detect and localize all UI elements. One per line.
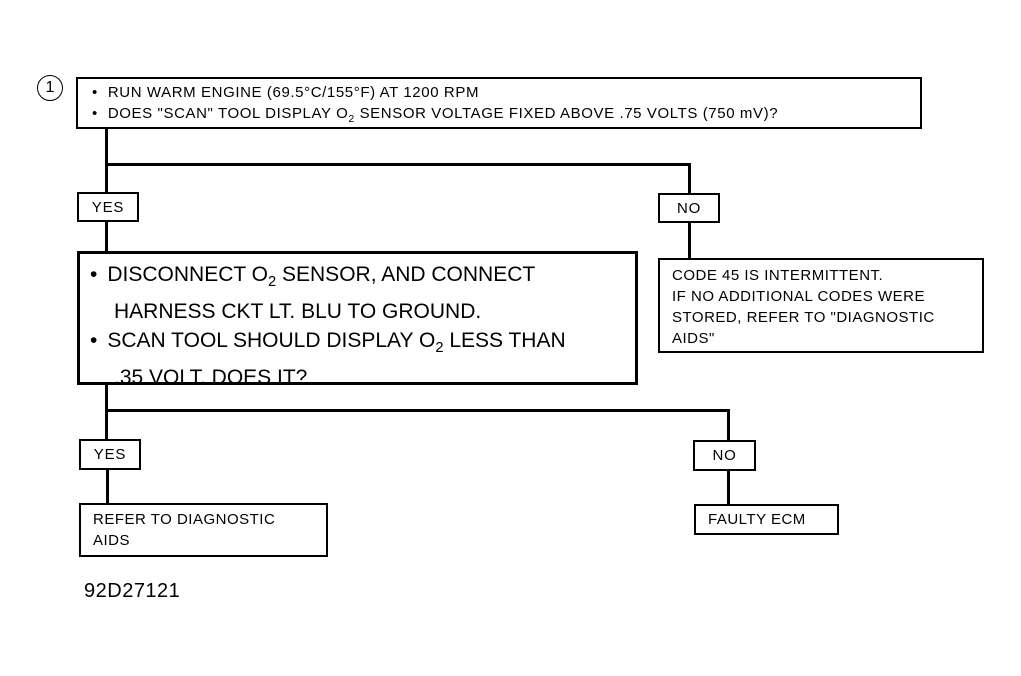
subscript: 2 <box>268 274 277 291</box>
yes-label-1: YES <box>77 192 139 222</box>
check-2-line-4: .35 VOLT. DOES IT? <box>114 366 308 390</box>
result-3-line-2: IF NO ADDITIONAL CODES WERE <box>672 288 925 305</box>
check-2-line-2: HARNESS CKT LT. BLU TO GROUND. <box>114 300 482 324</box>
check-2-line-3b: LESS THAN <box>443 329 566 353</box>
step-number-marker: 1 <box>37 75 63 101</box>
result-5-line-1: FAULTY ECM <box>708 511 806 528</box>
result-4-line-2: AIDS <box>93 532 131 549</box>
check-box-2: •DISCONNECT O2 SENSOR, AND CONNECT HARNE… <box>77 251 638 389</box>
yes-label-2: YES <box>79 439 141 470</box>
bullet-icon: • <box>92 105 98 122</box>
check-2-line-1b: SENSOR, AND CONNECT <box>276 263 536 286</box>
connector-line <box>106 470 109 504</box>
result-box-intermittent: CODE 45 IS INTERMITTENT. IF NO ADDITIONA… <box>658 258 984 353</box>
check-2-line-3a: SCAN TOOL SHOULD DISPLAY O <box>107 329 436 353</box>
bullet-icon: • <box>92 84 98 101</box>
connector-line <box>688 163 691 193</box>
question-box-1: • RUN WARM ENGINE (69.5°C/155°F) AT 1200 … <box>76 77 922 129</box>
result-3-line-1: CODE 45 IS INTERMITTENT. <box>672 267 884 284</box>
connector-line <box>105 163 691 166</box>
result-box-faulty-ecm: FAULTY ECM <box>694 504 839 535</box>
connector-line <box>105 129 108 193</box>
result-box-refer: REFER TO DIAGNOSTIC AIDS <box>79 503 328 557</box>
connector-line <box>727 471 730 505</box>
connector-line <box>105 409 730 412</box>
connector-line <box>727 409 730 441</box>
subscript: 2 <box>348 113 355 125</box>
bullet-icon: • <box>90 263 98 286</box>
check-2-line-1a: DISCONNECT O <box>107 263 268 286</box>
connector-line <box>105 222 108 252</box>
no-label-2: NO <box>693 440 756 471</box>
bullet-icon: • <box>90 329 98 353</box>
no-label-1: NO <box>658 193 720 223</box>
subscript: 2 <box>435 340 444 357</box>
figure-id: 92D27121 <box>84 580 181 602</box>
question-1-line-1: RUN WARM ENGINE (69.5°C/155°F) AT 1200 R… <box>107 84 480 101</box>
result-4-line-1: REFER TO DIAGNOSTIC <box>93 511 276 528</box>
question-1-line-2b: SENSOR VOLTAGE FIXED ABOVE .75 VOLTS (75… <box>354 105 779 122</box>
result-3-line-4: AIDS" <box>672 330 715 347</box>
question-1-line-2a: DOES "SCAN" TOOL DISPLAY O <box>107 105 349 122</box>
connector-line <box>688 223 691 259</box>
result-3-line-3: STORED, REFER TO "DIAGNOSTIC <box>672 309 935 326</box>
connector-line <box>105 385 108 440</box>
